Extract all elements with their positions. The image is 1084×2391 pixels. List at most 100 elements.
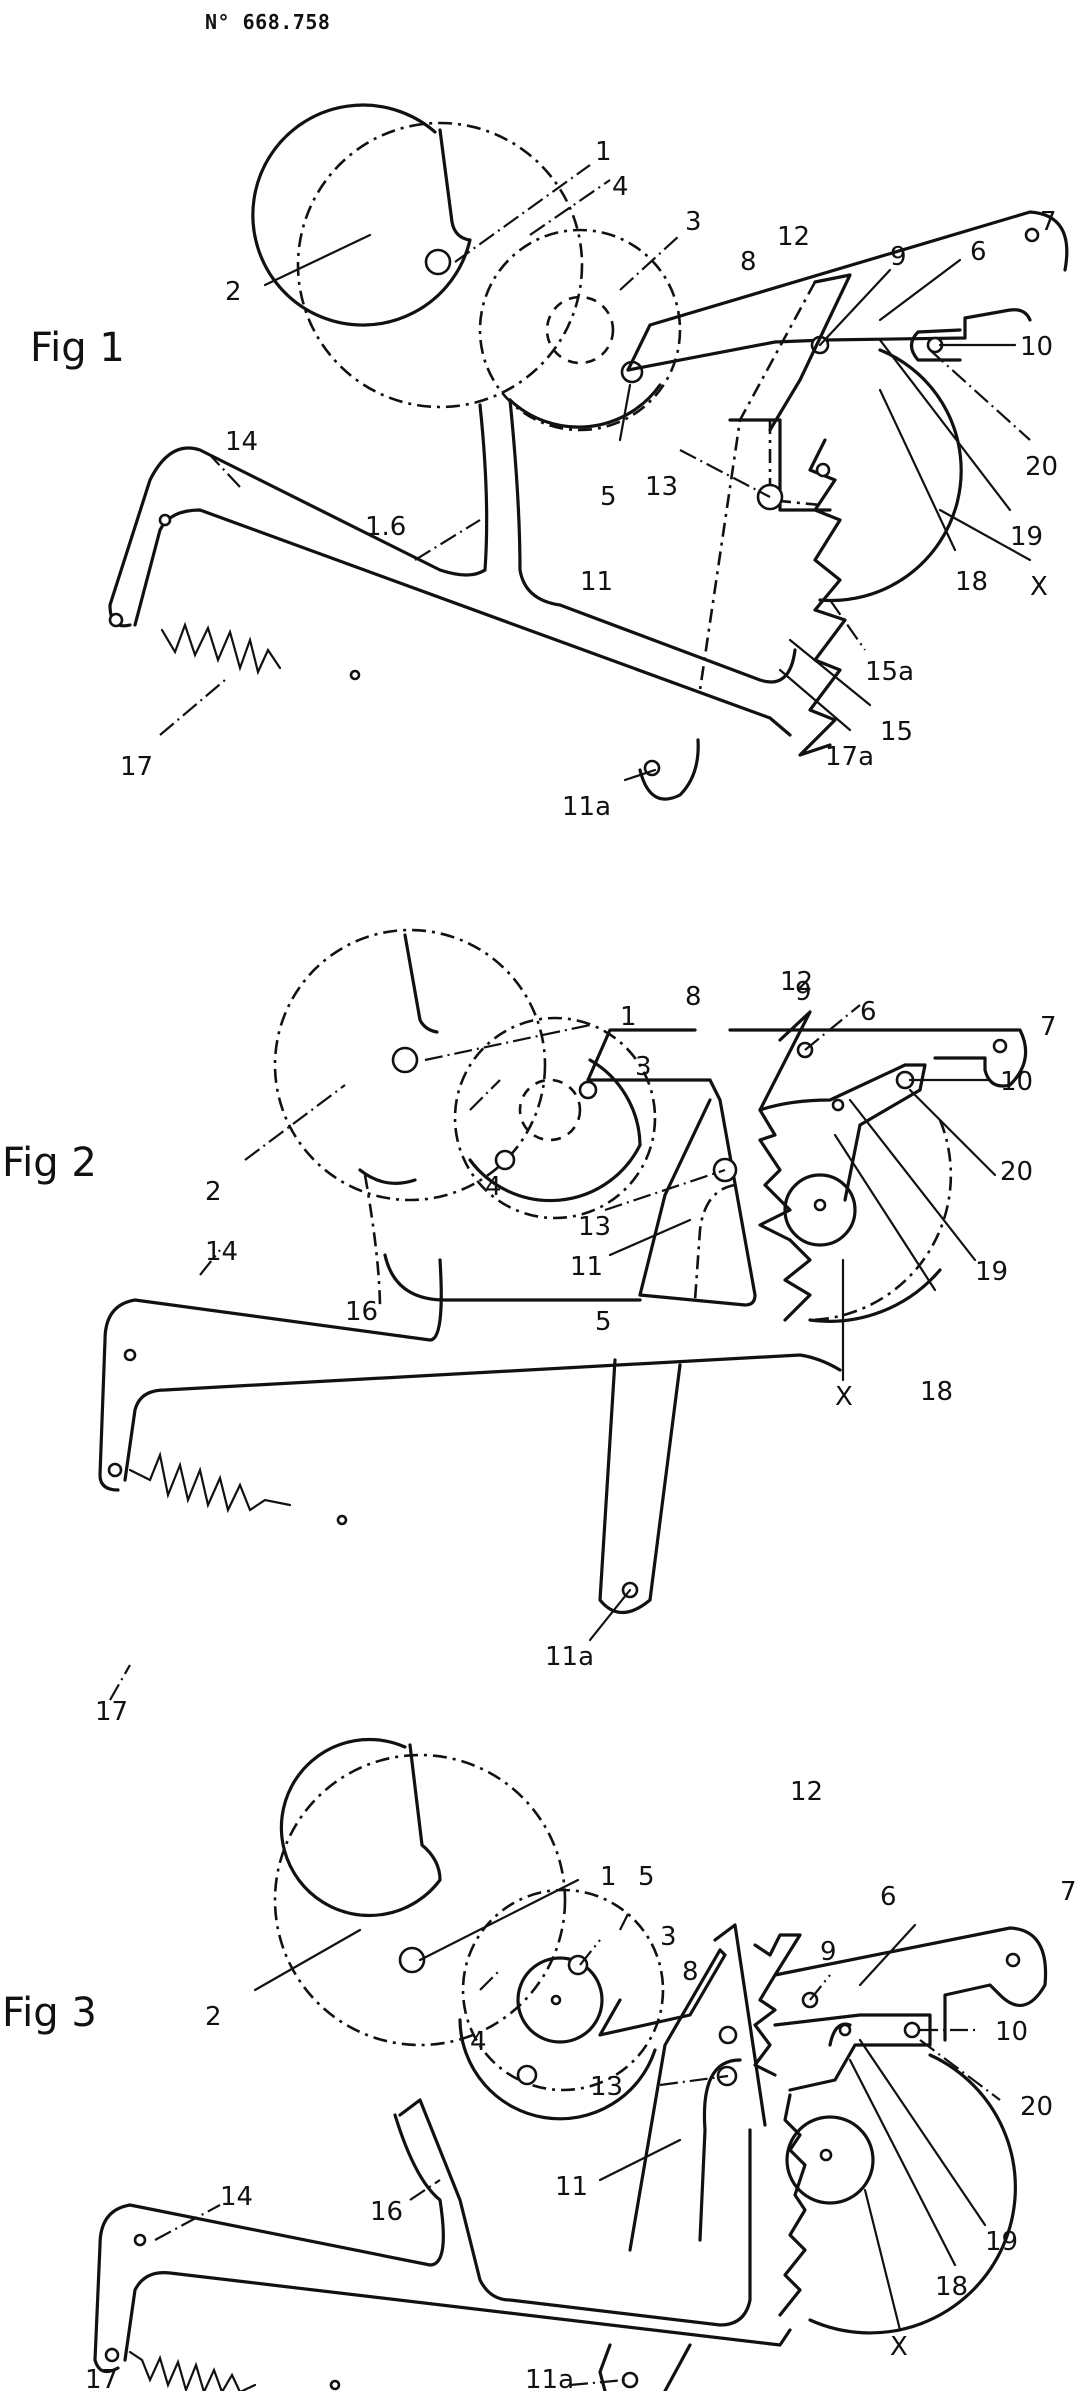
pin-5b <box>516 2064 538 2086</box>
label-x: X <box>835 1382 853 1412</box>
ratchet-15 <box>798 438 847 757</box>
label-14: 14 <box>225 427 258 457</box>
leader-2 <box>263 233 372 287</box>
pawl-pin <box>813 1198 827 1212</box>
wheel-3-arc-right <box>588 1058 642 1147</box>
leader-1 <box>424 1023 591 1062</box>
leader-4 <box>529 179 611 236</box>
leader-9 <box>818 268 892 347</box>
leader-11a <box>588 1588 632 1642</box>
leader-13 <box>679 449 771 498</box>
wheel-3-hub <box>545 295 615 365</box>
leader-6 <box>858 1923 917 1987</box>
spring-anchor <box>349 669 361 681</box>
lever-8 <box>598 1948 727 2037</box>
sector-x-arc-lower <box>808 1268 942 1323</box>
label-18: 18 <box>955 567 988 597</box>
label-6: 6 <box>880 1882 897 1912</box>
label-19: 19 <box>1010 522 1043 552</box>
leader-9 <box>804 1004 861 1051</box>
wheel-3-outer <box>461 1888 665 2092</box>
frame-16-stem-right <box>383 1253 642 1302</box>
wheel-3-hub <box>518 1078 582 1142</box>
label-11: 11 <box>570 1252 603 1282</box>
wheel-3-arc <box>458 2018 657 2121</box>
label-16: 16 <box>370 2197 403 2227</box>
disc-2-sector <box>251 103 472 327</box>
sector-x-arc <box>808 2053 1018 2335</box>
figure-2-title: Fig 2 <box>2 1140 97 1186</box>
leader-11 <box>598 2138 682 2182</box>
leader-18 <box>833 1133 937 1292</box>
label-2: 2 <box>205 2002 222 2032</box>
disc-2-radius <box>403 933 439 1034</box>
label-11: 11 <box>580 567 613 597</box>
label-4: 4 <box>612 172 629 202</box>
spring-anchor <box>329 2379 341 2391</box>
label-19: 19 <box>975 1257 1008 1287</box>
label-5: 5 <box>595 1307 612 1337</box>
label-5: 5 <box>600 482 617 512</box>
leader-14 <box>154 2204 221 2241</box>
ratchet-12 <box>753 1973 777 2077</box>
lever-11-hidden <box>698 2058 742 2242</box>
lever-12-right <box>713 1923 767 2127</box>
frame-pin-17 <box>104 2347 120 2363</box>
catch-19 <box>758 1063 927 1202</box>
lever-6 <box>586 1028 1028 1088</box>
label-13: 13 <box>590 2072 623 2102</box>
catch-19 <box>773 2013 932 2092</box>
spring-17 <box>128 2350 257 2391</box>
frame-16-stem <box>508 398 797 684</box>
lever-11-right <box>638 1078 757 1307</box>
disc-2-outer-path <box>273 1753 567 2047</box>
lever-11a <box>598 1358 682 1614</box>
label-17: 17 <box>95 1697 128 1727</box>
label-12: 12 <box>790 1777 823 1807</box>
patent-number: N° 668.758 <box>205 10 331 34</box>
lever-11-edge-left <box>698 281 817 691</box>
frame-16-stem-left <box>363 1174 382 1311</box>
catch-block <box>728 418 832 512</box>
label-14: 14 <box>220 2182 253 2212</box>
frame-14-lower <box>123 1353 842 1482</box>
label-7: 7 <box>1040 207 1057 237</box>
wheel-3-arc <box>508 383 662 429</box>
pawl-pin <box>815 462 831 478</box>
label-9: 9 <box>820 1937 837 1967</box>
frame-16-stem <box>398 2098 752 2327</box>
leader-17a <box>778 668 852 732</box>
disc-2-sector <box>279 1737 442 1918</box>
frame-14-lower <box>123 2271 792 2362</box>
spring-17 <box>160 621 282 676</box>
label-1: 1 <box>620 1002 637 1032</box>
pin-7 <box>992 1038 1008 1054</box>
axle-1-pin <box>424 248 452 276</box>
label-8: 8 <box>740 247 757 277</box>
label-7: 7 <box>1040 1012 1057 1042</box>
label-11: 11 <box>555 2172 588 2202</box>
pin-5 <box>494 1149 516 1171</box>
frame-pin-14 <box>123 1348 137 1362</box>
label-17: 17 <box>85 2365 118 2391</box>
lever-11-hidden <box>693 1183 736 1301</box>
label-11a: 11a <box>525 2365 574 2391</box>
pin-13a <box>718 2025 738 2045</box>
label-3: 3 <box>660 1922 677 1952</box>
leader-1 <box>454 164 591 263</box>
label-3: 3 <box>685 207 702 237</box>
leader-19 <box>878 338 1012 512</box>
catch-curve <box>828 2022 852 2047</box>
leader-X <box>938 508 1032 562</box>
leader-14 <box>199 1249 221 1276</box>
leader-4 <box>469 1079 501 1111</box>
label-10: 10 <box>1000 1067 1033 1097</box>
pin-5b <box>578 1080 598 1100</box>
leader-15 <box>788 638 872 707</box>
label-x: X <box>890 2332 908 2362</box>
label-18: 18 <box>920 1377 953 1407</box>
label-x: X <box>1030 572 1048 602</box>
lever-11-left <box>638 1098 712 1297</box>
label-16: 1.6 <box>365 512 406 542</box>
